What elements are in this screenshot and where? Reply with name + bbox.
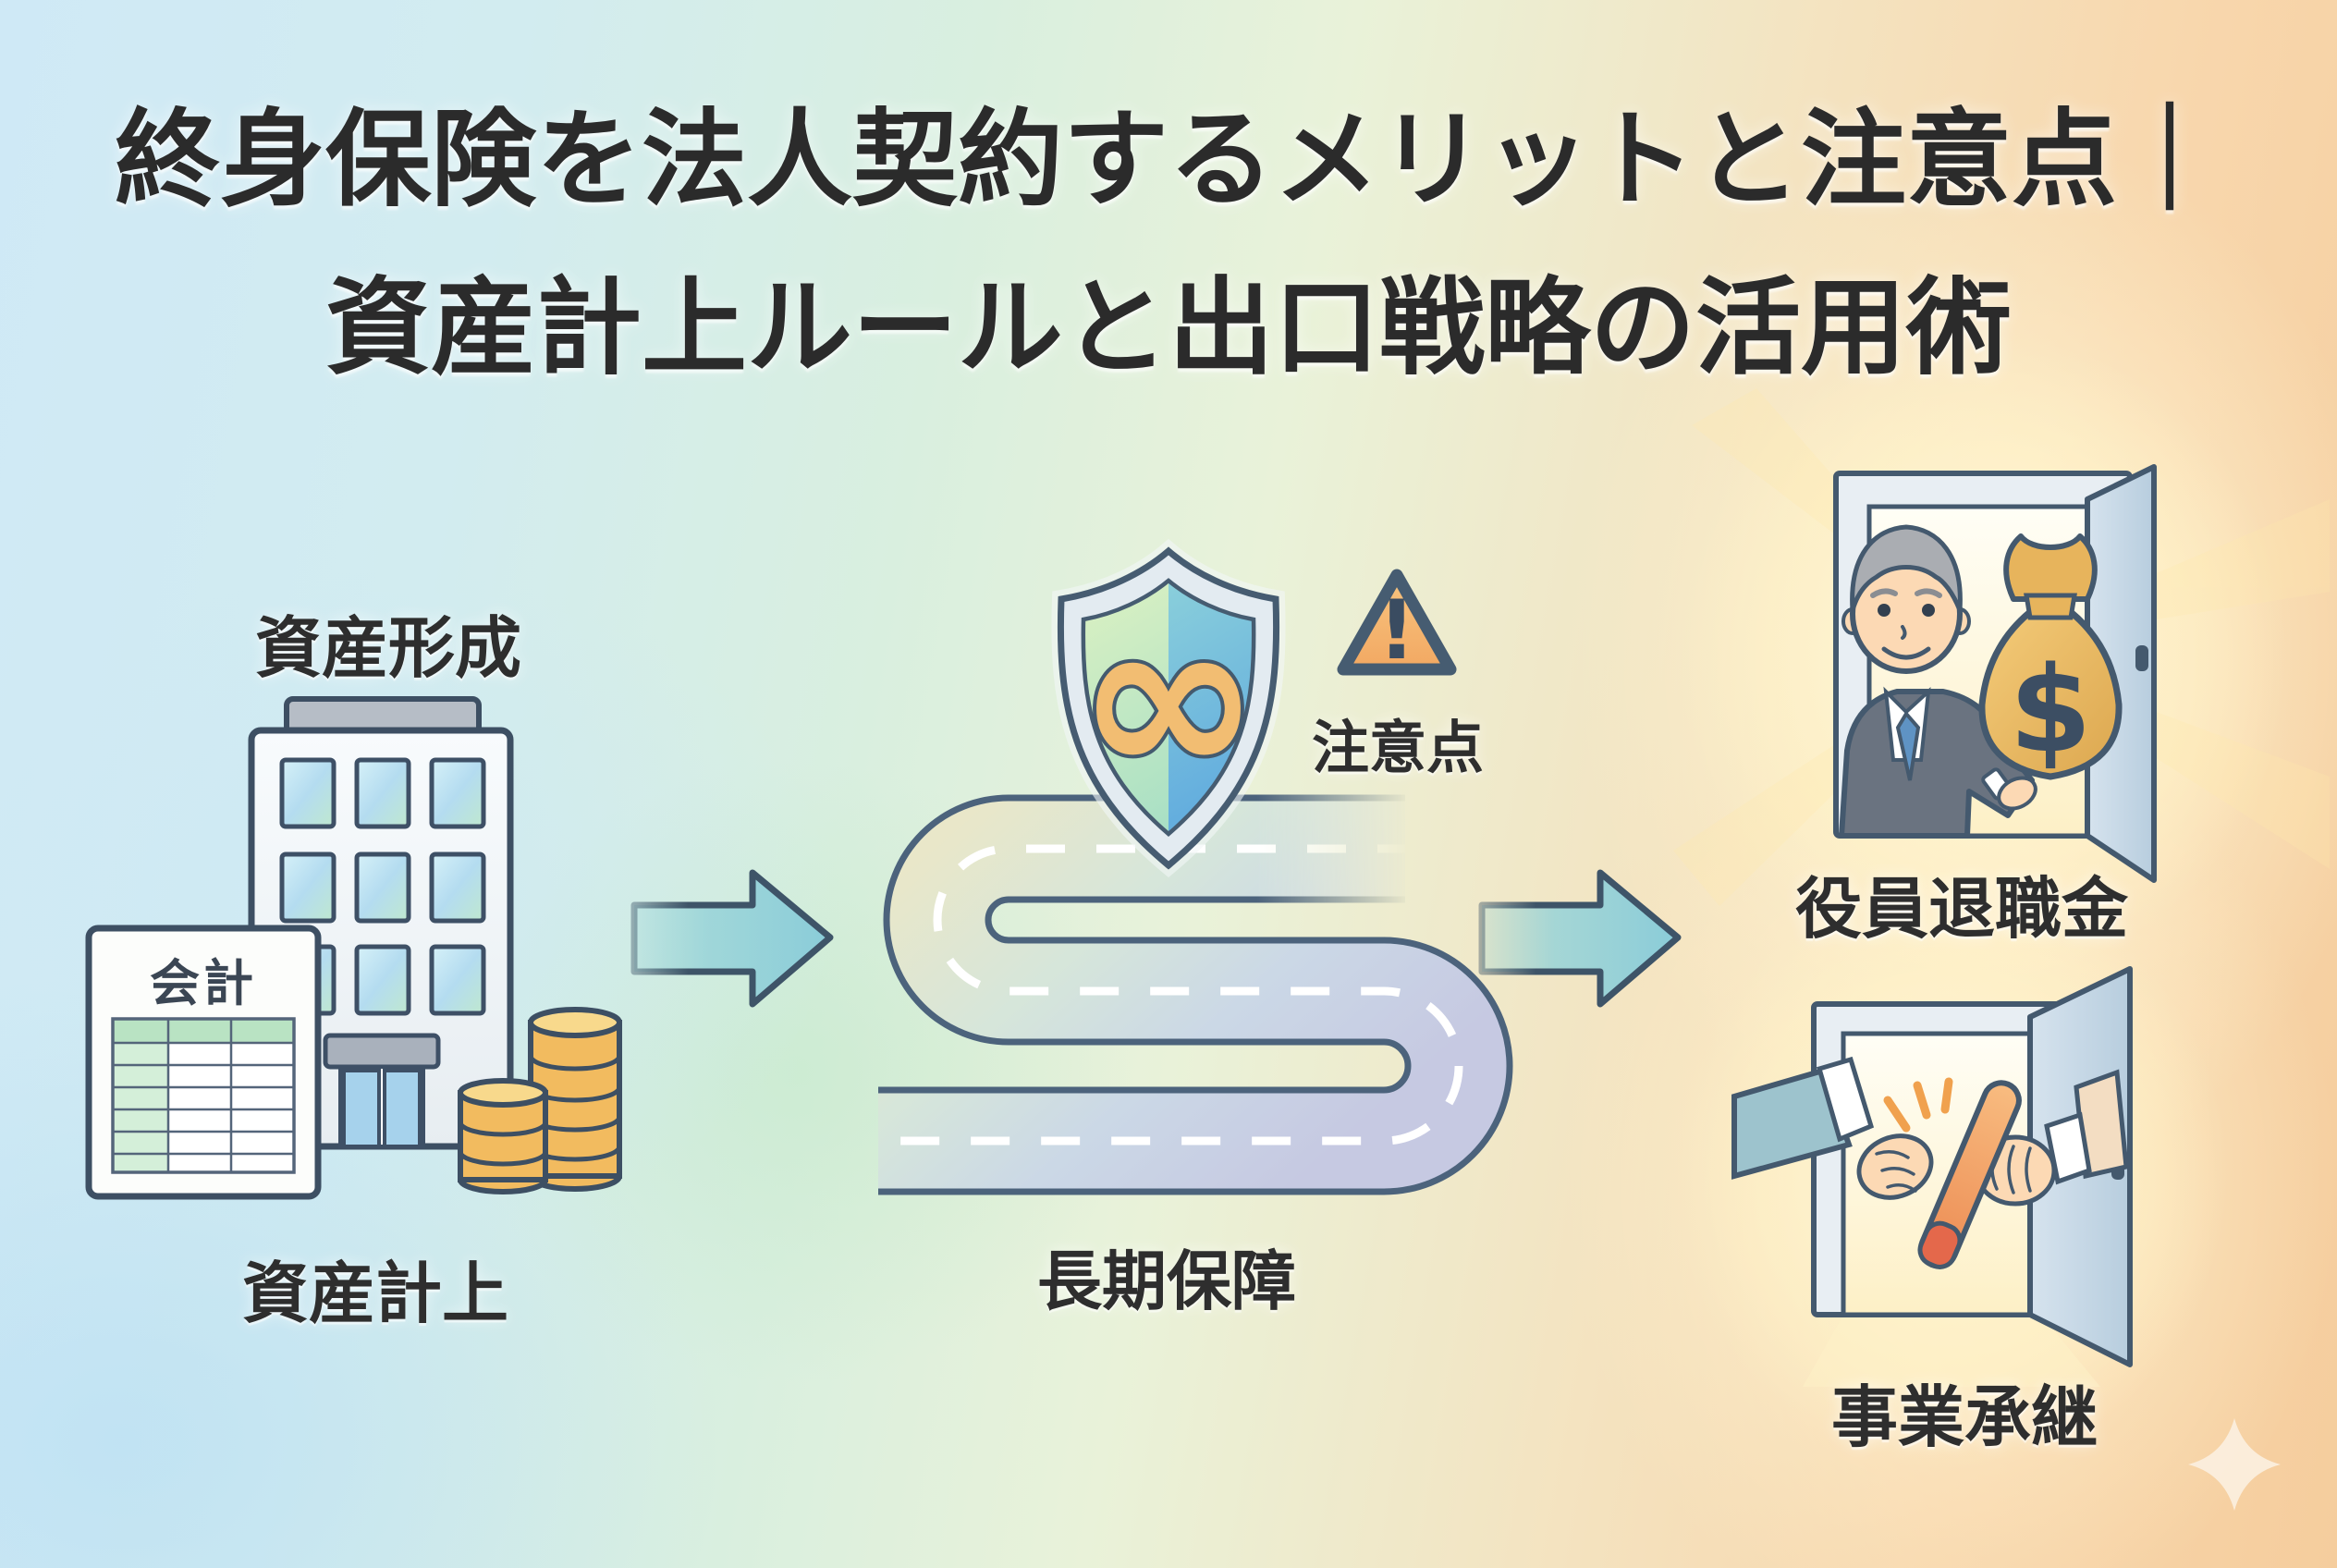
flow-arrow-right-icon (1482, 873, 1678, 1004)
infinity-symbol: ∞ (1076, 569, 1261, 827)
accounting-doc-title: 会計 (150, 954, 257, 1012)
warning-exclamation: ! (1378, 582, 1415, 678)
label-asset-formation: 資産形成 (254, 609, 522, 687)
money-bag-icon: $ (1978, 533, 2123, 780)
label-business-succession: 事業承継 (1830, 1378, 2098, 1456)
page-title-line2: 資産計上ルールと出口戦略の活用術 (324, 266, 2013, 389)
winding-road-icon (878, 794, 1513, 1195)
shield-infinity-icon: ∞ (1051, 538, 1286, 878)
warning-triangle-icon: ! (1337, 569, 1457, 678)
label-asset-accounting: 資産計上 (241, 1255, 509, 1332)
door-handle-icon (2135, 645, 2148, 671)
page-title-line1: 終身保険を法人契約するメリットと注意点｜ (114, 98, 2223, 221)
label-long-term-coverage: 長期保障 (1037, 1243, 1296, 1319)
coin-stack-short-icon (458, 1078, 548, 1194)
retirement-door-illustration: $ (1673, 333, 2330, 980)
label-executive-retirement: 役員退職金 (1794, 870, 2129, 948)
accounting-document-icon: 会計 (85, 925, 322, 1200)
baton-pass-icon (1731, 1056, 2129, 1269)
spark-lines-icon (1883, 1077, 1953, 1133)
succession-door-illustration (1673, 878, 2228, 1470)
label-caution: 注意点 (1311, 714, 1485, 781)
dollar-symbol: $ (2009, 642, 2091, 779)
sparkle-icon (2188, 1418, 2281, 1511)
